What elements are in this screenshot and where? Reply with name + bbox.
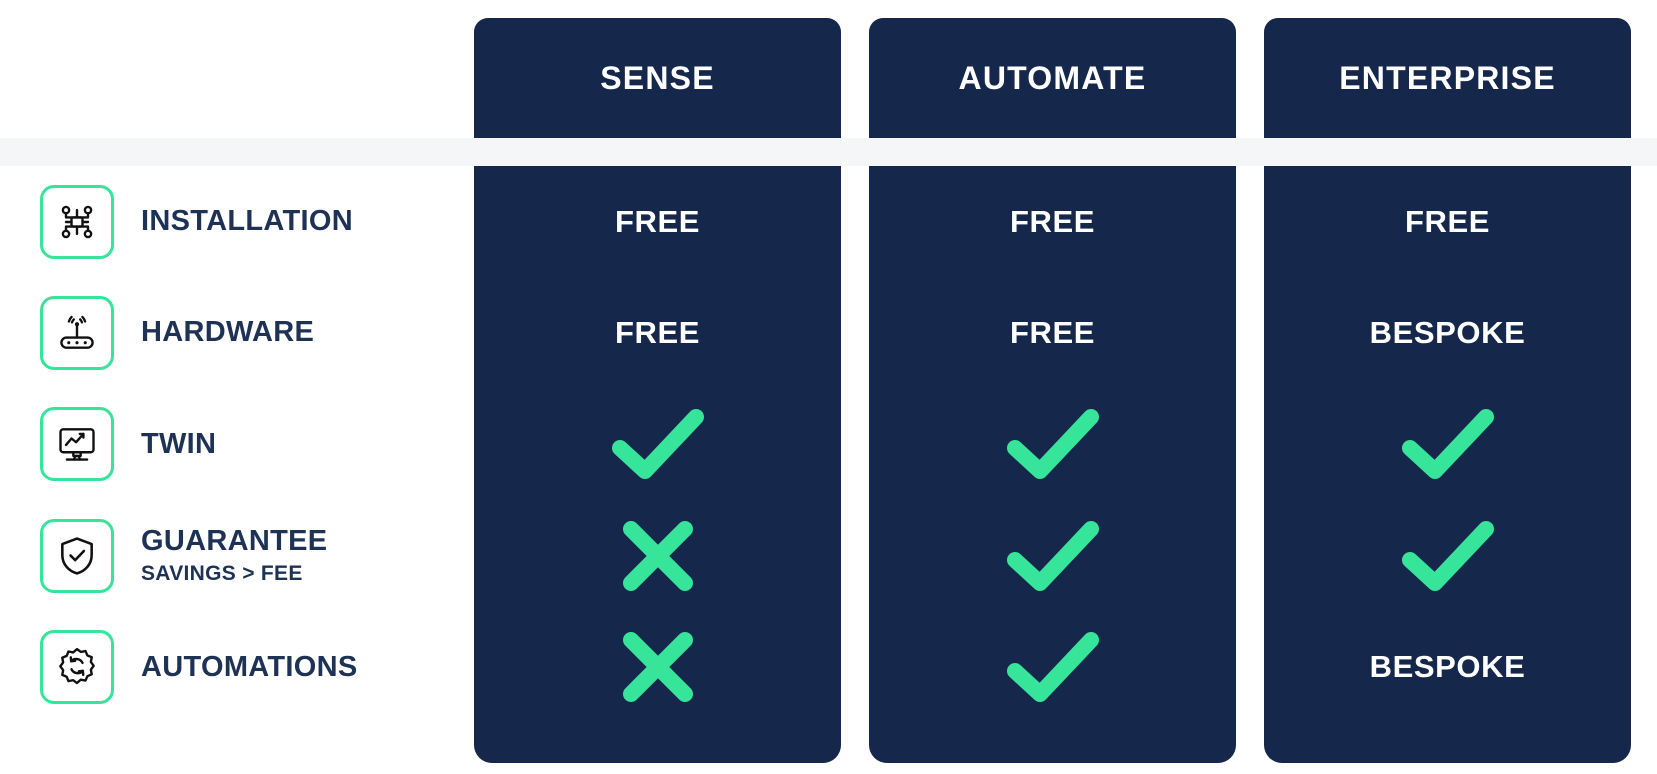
feature-text: INSTALLATION <box>141 205 353 238</box>
feature-row-installation: INSTALLATION <box>40 166 460 277</box>
check-icon <box>1006 632 1099 703</box>
cell-installation-enterprise: FREE <box>1264 166 1631 277</box>
check-icon <box>1006 409 1099 480</box>
plan-header-label: ENTERPRISE <box>1339 59 1556 96</box>
cell-hardware-sense: FREE <box>474 277 841 388</box>
feature-title: AUTOMATIONS <box>141 650 358 683</box>
check-icon <box>1401 409 1494 480</box>
cell-value-text: FREE <box>614 203 701 239</box>
cell-value-text: FREE <box>1009 315 1096 351</box>
cell-value-text: FREE <box>1404 203 1491 239</box>
feature-text: AUTOMATIONS <box>141 650 358 683</box>
cell-twin-enterprise <box>1264 389 1631 500</box>
cross-icon <box>622 520 693 591</box>
cell-value-text: BESPOKE <box>1369 649 1526 685</box>
cell-twin-sense <box>474 389 841 500</box>
cell-installation-sense: FREE <box>474 166 841 277</box>
shield-check-icon <box>40 518 114 593</box>
cross-icon <box>622 632 693 703</box>
feature-row-guarantee: GUARANTEE SAVINGS > FEE <box>40 500 460 611</box>
header-body-separator <box>0 138 1657 166</box>
feature-title: HARDWARE <box>141 316 315 349</box>
plan-column-enterprise: FREE BESPOKE BESPOKE <box>1264 166 1631 763</box>
feature-title: INSTALLATION <box>141 205 353 238</box>
feature-row-hardware: HARDWARE <box>40 277 460 388</box>
plan-header-enterprise[interactable]: ENTERPRISE <box>1264 18 1631 138</box>
feature-text: HARDWARE <box>141 316 315 349</box>
feature-title: GUARANTEE <box>141 524 328 557</box>
plan-body-row: FREE FREE FREE FREE FREE BESPOKE BESPOKE <box>474 166 1631 763</box>
check-icon <box>611 409 704 480</box>
wifi-router-icon <box>40 296 114 371</box>
plan-header-row: SENSE AUTOMATE ENTERPRISE <box>474 18 1631 138</box>
cell-twin-automate <box>869 389 1236 500</box>
plan-header-label: AUTOMATE <box>958 59 1147 96</box>
feature-label-column: INSTALLATION HARDWARE TWIN GUARANTEE SAVI… <box>40 166 460 723</box>
feature-subtitle: SAVINGS > FEE <box>141 562 303 586</box>
plan-header-automate[interactable]: AUTOMATE <box>869 18 1236 138</box>
cell-automations-automate <box>869 612 1236 723</box>
gear-refresh-icon <box>40 630 114 705</box>
check-icon <box>1006 520 1099 591</box>
cell-value-text: FREE <box>614 315 701 351</box>
cell-guarantee-automate <box>869 500 1236 611</box>
plan-column-sense: FREE FREE <box>474 166 841 763</box>
feature-text: TWIN <box>141 427 217 460</box>
cell-automations-enterprise: BESPOKE <box>1264 612 1631 723</box>
cell-guarantee-enterprise <box>1264 500 1631 611</box>
plan-header-sense[interactable]: SENSE <box>474 18 841 138</box>
cell-value-text: FREE <box>1009 203 1096 239</box>
cell-hardware-automate: FREE <box>869 277 1236 388</box>
cell-installation-automate: FREE <box>869 166 1236 277</box>
cell-guarantee-sense <box>474 500 841 611</box>
feature-text: GUARANTEE SAVINGS > FEE <box>141 524 328 586</box>
check-icon <box>1401 520 1494 591</box>
feature-title: TWIN <box>141 427 217 460</box>
cell-value-text: BESPOKE <box>1369 315 1526 351</box>
monitor-chart-icon <box>40 407 114 482</box>
feature-row-twin: TWIN <box>40 389 460 500</box>
cell-hardware-enterprise: BESPOKE <box>1264 277 1631 388</box>
plan-column-automate: FREE FREE <box>869 166 1236 763</box>
cell-automations-sense <box>474 612 841 723</box>
feature-row-automations: AUTOMATIONS <box>40 612 460 723</box>
circuit-nodes-icon <box>40 184 114 259</box>
plan-header-label: SENSE <box>600 59 715 96</box>
